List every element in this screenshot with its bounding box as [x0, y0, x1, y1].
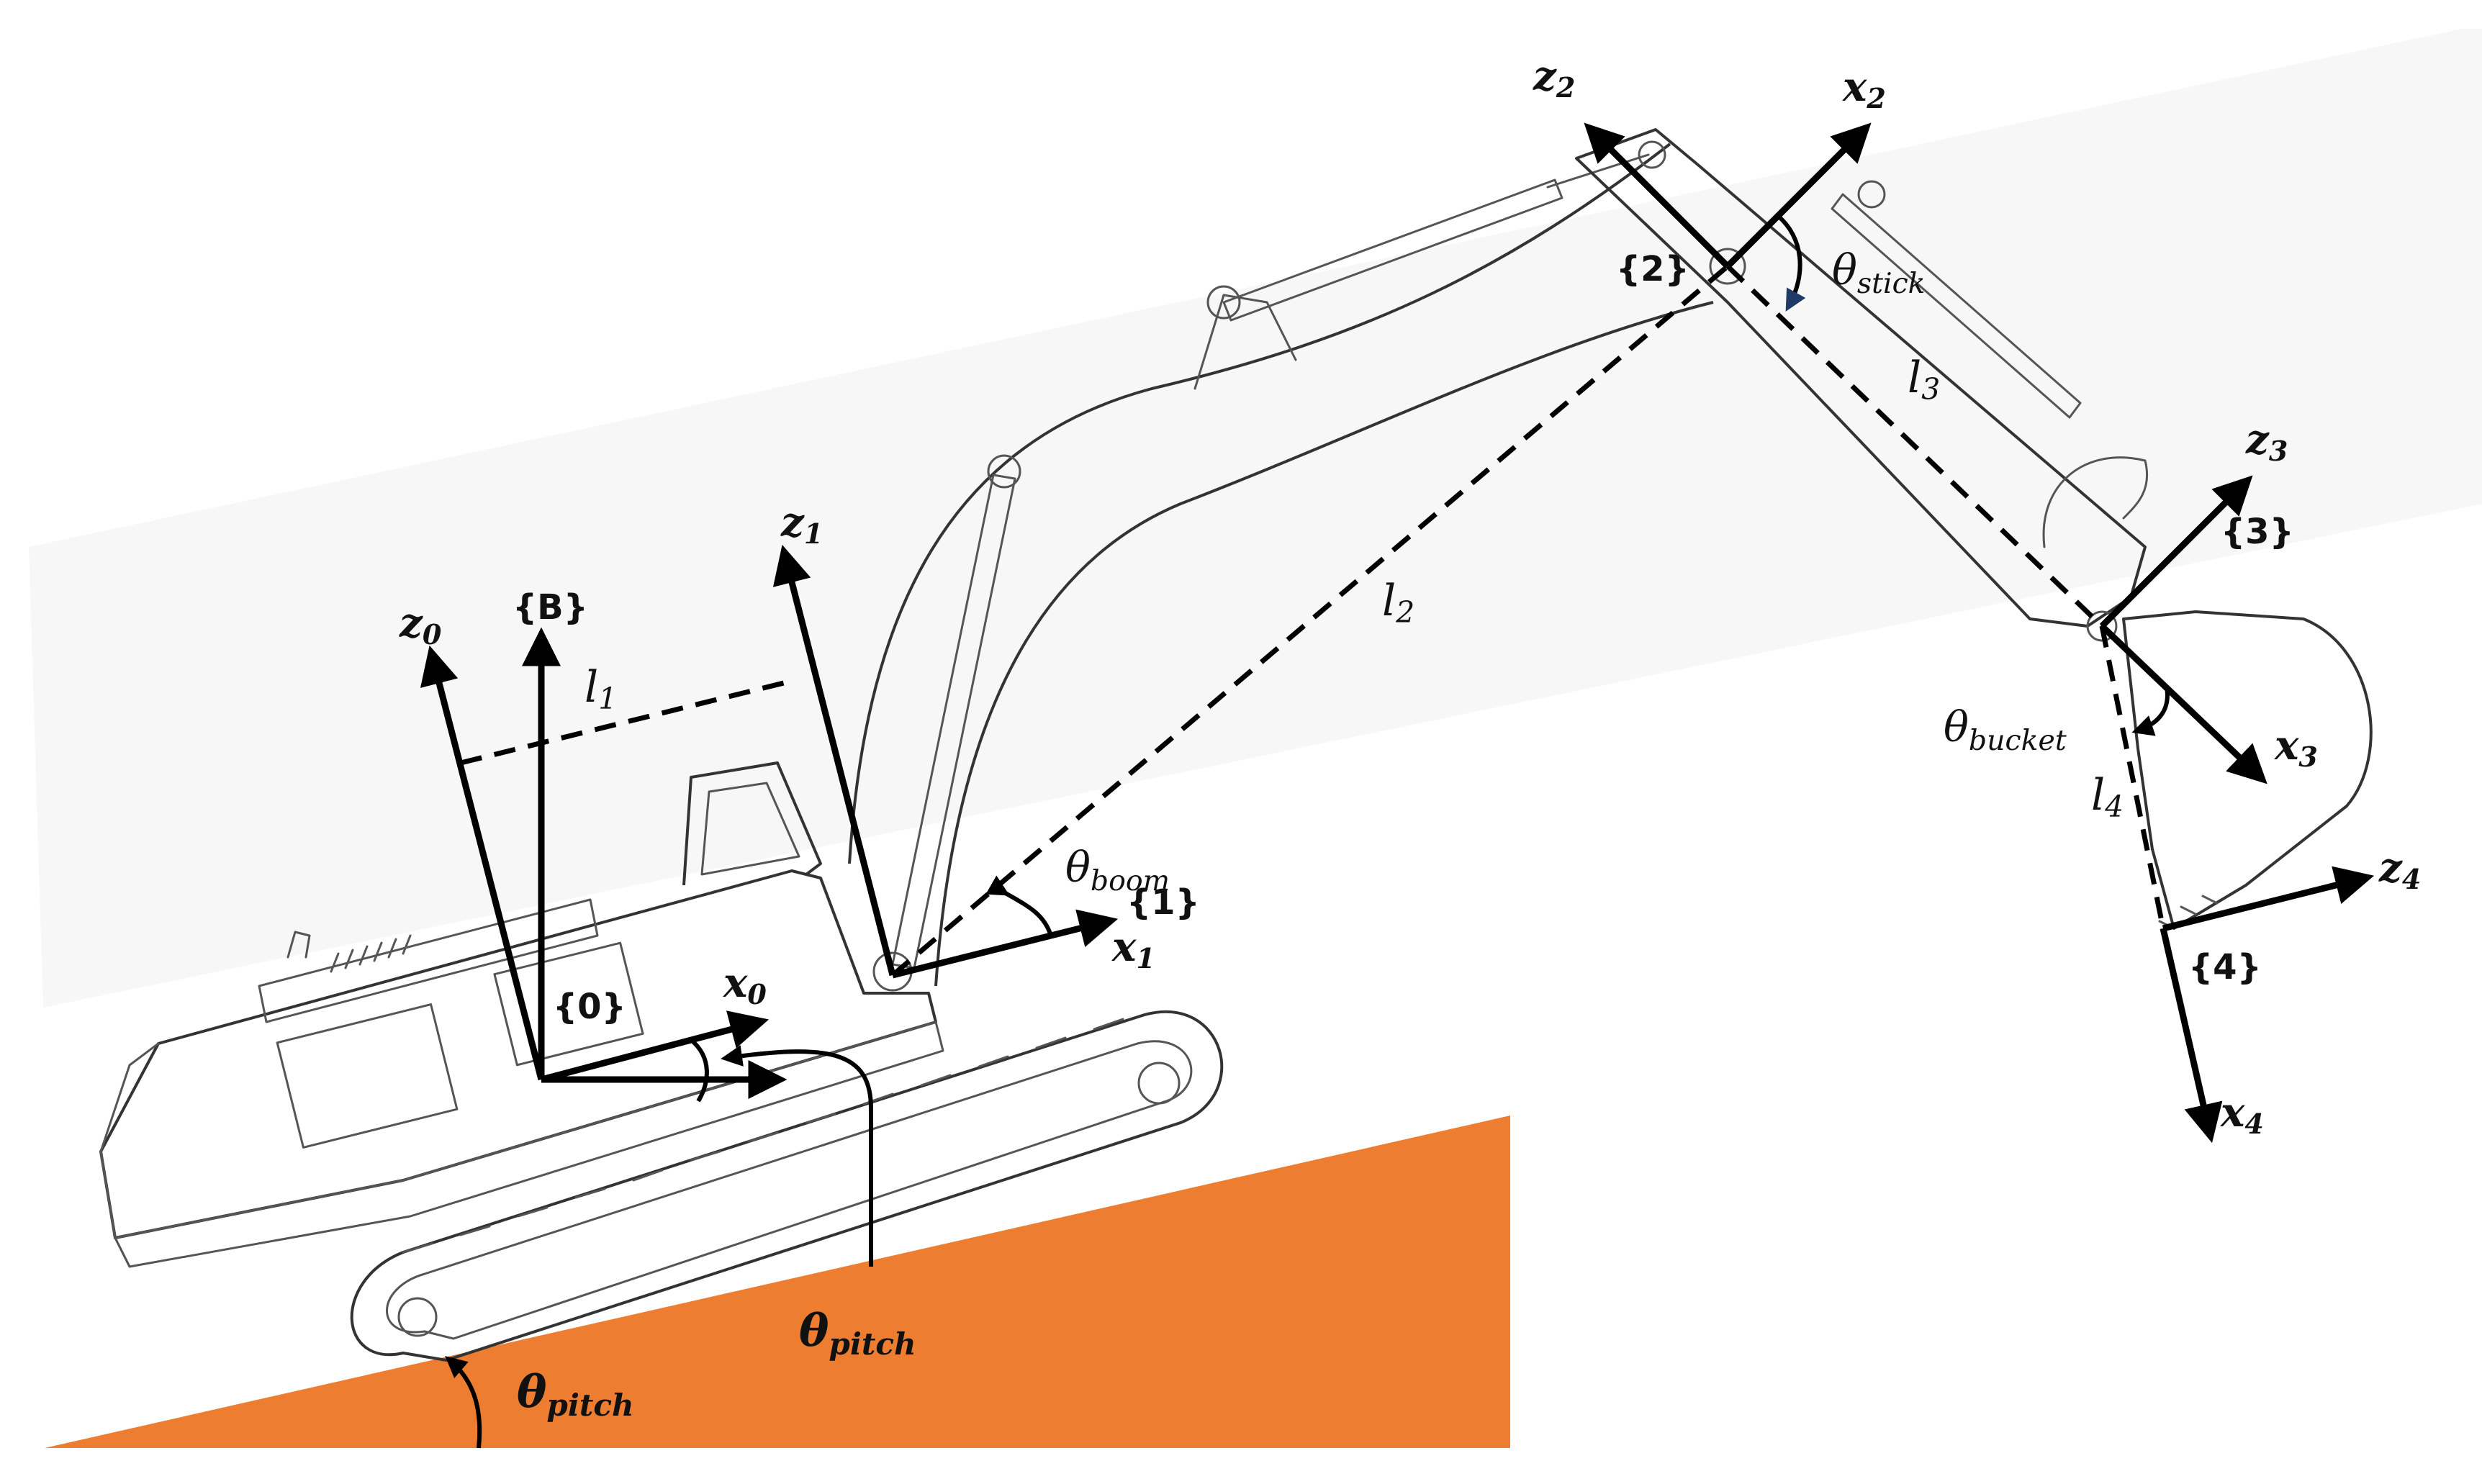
axis-x0	[540, 1010, 770, 1083]
boom-cylinder-pin	[987, 454, 1021, 489]
boom-outline-top	[848, 142, 1671, 864]
axis-x3	[2099, 623, 2267, 784]
arc-pitch-frame0	[690, 1038, 709, 1103]
boom-bracket	[1193, 294, 1297, 390]
boom-outline-bottom	[934, 301, 1714, 987]
frame-label-3: {3}	[2221, 512, 2294, 552]
angle-label-stick: θstick	[1832, 245, 1926, 300]
background-tilted-plane	[29, 29, 2482, 1008]
angle-label-pitch-ground: θpitch	[517, 1365, 634, 1423]
boom-cylinder	[891, 474, 1016, 969]
stick-cylinder	[1222, 178, 1563, 322]
operator-cab	[682, 761, 822, 886]
axis-z2	[1584, 122, 1730, 269]
frame-label-4: {4}	[2188, 947, 2262, 987]
boom-bracket-pin	[1206, 285, 1241, 320]
axis-z1	[772, 544, 896, 977]
link-label-l2: l2	[1382, 576, 1414, 630]
link-label-l3: l3	[1908, 353, 1940, 407]
axis-z4	[2162, 866, 2375, 932]
link-l1-line	[460, 677, 796, 766]
frame-label-base: {B}	[513, 587, 588, 628]
frame-label-2: {2}	[1616, 249, 1689, 289]
link-label-l1: l1	[585, 662, 617, 716]
angle-label-pitch-body: θpitch	[799, 1304, 916, 1362]
axis-label-x2: x2	[1842, 63, 1886, 114]
boom-stick-pin	[1709, 248, 1746, 285]
arc-pitch-ground	[445, 1356, 482, 1449]
engine-hood	[258, 898, 599, 1023]
axis-label-z2: z2	[1533, 53, 1575, 104]
axis-label-x1: x1	[1111, 923, 1155, 974]
ground-slope	[45, 1116, 1510, 1448]
axis-label-z3: z3	[2245, 416, 2288, 467]
arc-pitch-body	[721, 1045, 873, 1267]
cab-window	[700, 782, 800, 876]
track-outer	[350, 1010, 1224, 1362]
bucket-cylinder-pin	[1857, 180, 1886, 209]
bucket-cylinder	[1831, 193, 2082, 419]
axis-label-x3: x3	[2274, 722, 2318, 773]
stick-cylinder-rod	[1546, 153, 1650, 189]
link-l2-line	[890, 264, 1730, 977]
axis-x1	[891, 909, 1119, 979]
frame-label-1: {1}	[1127, 882, 1200, 923]
bucket-outline	[2122, 610, 2373, 930]
angle-label-bucket: θbucket	[1944, 702, 2067, 757]
side-panel-2	[493, 941, 644, 1067]
link-label-l4: l4	[2091, 770, 2124, 824]
exhaust-grill	[330, 934, 412, 973]
frame-label-0: {0}	[553, 987, 626, 1027]
track-links	[402, 1018, 1124, 1254]
axis-label-x4: x4	[2220, 1089, 2264, 1140]
axis-x2	[1725, 122, 1872, 269]
arc-bucket	[2131, 687, 2170, 736]
axis-z3	[2099, 475, 2253, 629]
track-sprocket	[397, 1297, 438, 1337]
axis-x4	[2160, 927, 2223, 1144]
excavator-drawing	[99, 128, 2373, 1362]
axis-z0	[420, 645, 545, 1081]
track-idler	[1137, 1062, 1181, 1105]
exhaust-pipe	[286, 931, 311, 959]
angle-label-boom: θboom	[1065, 843, 1170, 897]
track-inner	[386, 1040, 1193, 1340]
link-l3-line	[1725, 264, 2104, 628]
counterweight	[99, 1042, 160, 1268]
link-l4-line	[2099, 625, 2166, 929]
axis-label-z1: z1	[780, 499, 823, 550]
arc-stick	[1777, 214, 1806, 312]
stick-bucket-pin	[2086, 610, 2118, 642]
side-panel-1	[276, 1003, 459, 1149]
axis-label-x0: x0	[723, 959, 767, 1010]
arc-boom	[985, 875, 1053, 937]
stick-top-pin	[1638, 140, 1666, 169]
bucket-link	[2042, 456, 2149, 548]
axis-label-z4: z4	[2378, 844, 2421, 895]
axis-label-z0: z0	[399, 600, 442, 651]
